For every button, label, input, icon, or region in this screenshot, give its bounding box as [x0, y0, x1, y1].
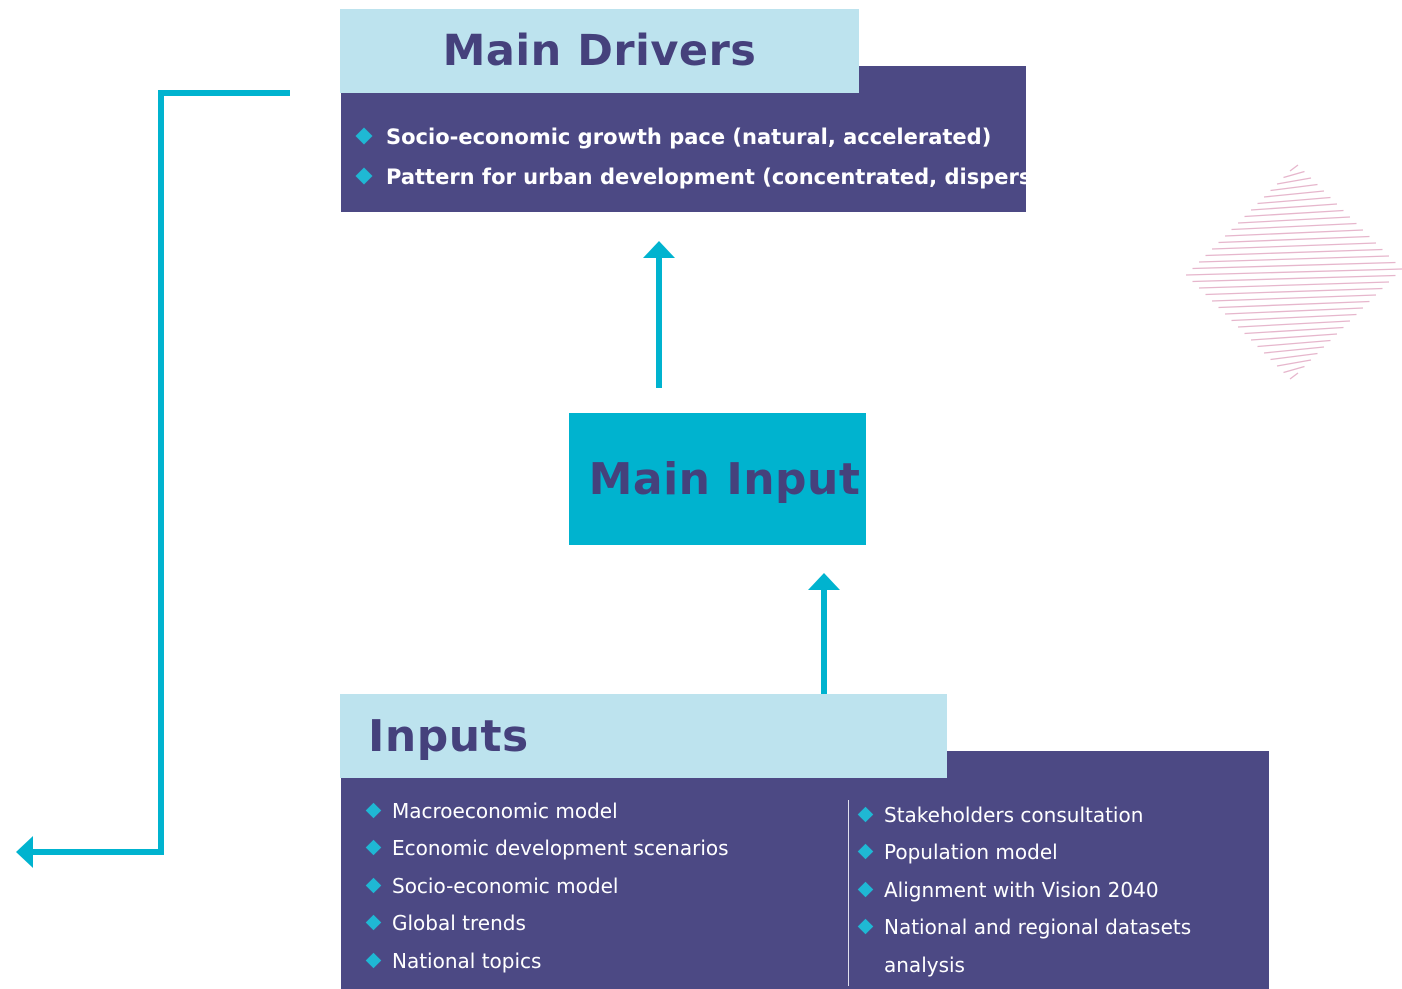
list-item: Stakeholders consultation: [857, 800, 1191, 837]
main-drivers-header: Main Drivers: [340, 9, 859, 93]
decor-stripe: [1192, 274, 1396, 283]
diamond-bullet-icon: [857, 806, 874, 823]
decor-stripe: [1211, 294, 1377, 302]
diamond-bullet-icon: [365, 802, 382, 819]
diamond-bullet-icon: [355, 167, 373, 185]
list-item: Macroeconomic model: [365, 796, 729, 833]
decor-stripe: [1231, 222, 1357, 231]
decor-stripe: [1270, 183, 1318, 192]
arrow-up-icon: [643, 241, 675, 258]
decor-stripe: [1244, 209, 1344, 218]
diamond-bullet-icon: [365, 952, 382, 968]
decor-stripe: [1205, 287, 1383, 296]
inputs-right-list: Stakeholders consultation Population mod…: [857, 800, 1191, 987]
arrow-input-to-drivers: [643, 241, 675, 388]
diamond-bullet-icon: [355, 127, 373, 145]
inputs-header: Inputs: [340, 694, 947, 778]
decor-stripe: [1231, 313, 1357, 322]
list-item: Global trends: [365, 908, 729, 945]
diamond-bullet-icon: [365, 877, 382, 894]
decor-stripe: [1263, 190, 1325, 198]
inputs-column-divider: [848, 800, 849, 986]
list-item-continuation: analysis: [884, 952, 965, 977]
feedback-loop-arrow: [16, 90, 290, 868]
diamond-bullet-icon: [857, 918, 874, 935]
main-drivers-title: Main Drivers: [442, 26, 757, 76]
decor-stripe: [1283, 170, 1305, 179]
decor-stripe: [1289, 372, 1299, 380]
diamond-bullet-icon: [365, 840, 382, 856]
list-item: Socio-economic growth pace (natural, acc…: [355, 118, 1070, 158]
decor-stripe: [1244, 326, 1344, 335]
decor-stripe: [1289, 164, 1299, 172]
list-item: Alignment with Vision 2040: [857, 875, 1191, 912]
decor-stripe: [1263, 346, 1325, 354]
decor-stripe: [1257, 339, 1331, 348]
diamond-bullet-icon: [365, 914, 382, 931]
decor-stripe: [1192, 261, 1396, 270]
decor-stripe: [1198, 281, 1390, 289]
decor-stripe: [1276, 177, 1312, 185]
main-drivers-list: Socio-economic growth pace (natural, acc…: [355, 118, 1070, 198]
decor-stripe: [1250, 333, 1338, 341]
list-item: Socio-economic model: [365, 871, 729, 908]
decor-stripe: [1218, 300, 1370, 309]
inputs-title: Inputs: [368, 710, 529, 762]
diamond-bullet-icon: [857, 844, 874, 860]
decor-stripe: [1257, 196, 1331, 205]
decor-stripe: [1237, 320, 1351, 328]
decor-stripe: [1237, 216, 1351, 224]
list-item: Pattern for urban development (concentra…: [355, 158, 1070, 198]
decor-stripe: [1185, 268, 1402, 276]
arrow-left-icon: [16, 836, 33, 868]
decor-stripe: [1224, 229, 1364, 237]
list-item: National topics: [365, 946, 729, 983]
decor-stripe: [1250, 203, 1338, 211]
list-item: Population model: [857, 837, 1191, 874]
decor-stripe: [1283, 365, 1305, 374]
inputs-panel: [341, 751, 1269, 989]
decor-stripe: [1276, 359, 1312, 367]
decor-stripe: [1211, 242, 1377, 250]
list-item: National and regional datasets: [857, 912, 1191, 949]
decor-stripe: [1205, 248, 1383, 257]
decor-stripe: [1218, 235, 1370, 244]
list-item: Economic development scenarios: [365, 833, 729, 870]
decor-stripe: [1198, 255, 1390, 263]
diamond-bullet-icon: [857, 881, 874, 898]
arrow-up-icon: [808, 573, 840, 590]
main-input-box: Main Input: [569, 413, 866, 545]
inputs-left-list: Macroeconomic model Economic development…: [365, 796, 729, 983]
decor-stripe: [1224, 307, 1364, 315]
striped-diamond-icon: [1185, 164, 1402, 380]
decor-stripe: [1270, 352, 1318, 361]
main-input-title: Main Input: [588, 453, 861, 505]
